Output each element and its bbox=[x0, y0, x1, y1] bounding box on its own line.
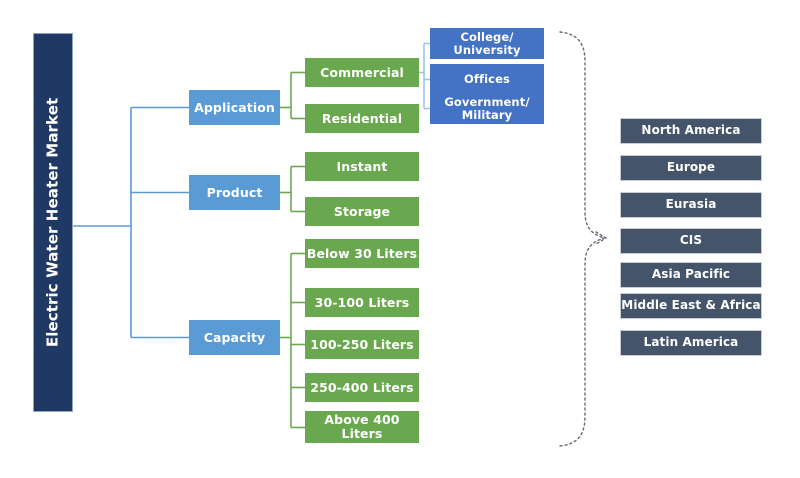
subitem-offices[interactable]: Offices bbox=[430, 64, 544, 95]
region-cis-label: CIS bbox=[679, 233, 703, 248]
item-above-400-liters[interactable]: Above 400 Liters bbox=[305, 411, 419, 443]
item-100-250-liters[interactable]: 100-250 Liters bbox=[305, 330, 419, 359]
region-latin-america-label: Latin America bbox=[643, 335, 739, 350]
subitem-government-military[interactable]: Government/ Military bbox=[430, 93, 544, 124]
category-product[interactable]: Product bbox=[189, 175, 280, 210]
item-250-400-liters-label: 250-400 Liters bbox=[310, 379, 414, 395]
item-30-100-liters[interactable]: 30-100 Liters bbox=[305, 288, 419, 317]
item-commercial[interactable]: Commercial bbox=[305, 58, 419, 87]
root-title-bar: Electric Water Heater Market bbox=[33, 33, 73, 412]
region-europe-label: Europe bbox=[666, 160, 716, 175]
region-eurasia[interactable]: Eurasia bbox=[620, 192, 762, 218]
subitem-college-university-label: College/ University bbox=[453, 29, 521, 57]
item-below-30-liters-label: Below 30 Liters bbox=[306, 245, 418, 261]
region-north-america-label: North America bbox=[641, 123, 741, 138]
region-eurasia-label: Eurasia bbox=[665, 197, 717, 212]
item-storage[interactable]: Storage bbox=[305, 197, 419, 226]
item-instant[interactable]: Instant bbox=[305, 152, 419, 181]
subitem-college-university[interactable]: College/ University bbox=[430, 28, 544, 59]
region-middle-east-africa-label: Middle East & Africa bbox=[621, 298, 761, 313]
item-commercial-label: Commercial bbox=[320, 64, 404, 80]
item-instant-label: Instant bbox=[336, 158, 388, 174]
item-250-400-liters[interactable]: 250-400 Liters bbox=[305, 373, 419, 402]
item-residential[interactable]: Residential bbox=[305, 104, 419, 133]
subitem-offices-label: Offices bbox=[464, 72, 510, 87]
item-below-30-liters[interactable]: Below 30 Liters bbox=[305, 239, 419, 268]
item-residential-label: Residential bbox=[321, 110, 403, 126]
region-middle-east-africa[interactable]: Middle East & Africa bbox=[620, 293, 762, 319]
category-capacity[interactable]: Capacity bbox=[189, 320, 280, 355]
item-100-250-liters-label: 100-250 Liters bbox=[310, 336, 414, 352]
root-title-label: Electric Water Heater Market bbox=[43, 97, 62, 348]
item-storage-label: Storage bbox=[333, 203, 391, 219]
item-30-100-liters-label: 30-100 Liters bbox=[314, 294, 410, 310]
region-asia-pacific-label: Asia Pacific bbox=[651, 267, 731, 282]
region-cis[interactable]: CIS bbox=[620, 228, 762, 254]
region-latin-america[interactable]: Latin America bbox=[620, 330, 762, 356]
region-europe[interactable]: Europe bbox=[620, 155, 762, 181]
region-asia-pacific[interactable]: Asia Pacific bbox=[620, 262, 762, 288]
category-application[interactable]: Application bbox=[189, 90, 280, 125]
item-above-400-liters-label: Above 400 Liters bbox=[324, 412, 400, 441]
category-product-label: Product bbox=[206, 184, 263, 200]
category-capacity-label: Capacity bbox=[203, 329, 266, 345]
category-application-label: Application bbox=[194, 99, 275, 115]
region-north-america[interactable]: North America bbox=[620, 118, 762, 144]
subitem-government-military-label: Government/ Military bbox=[444, 94, 530, 122]
